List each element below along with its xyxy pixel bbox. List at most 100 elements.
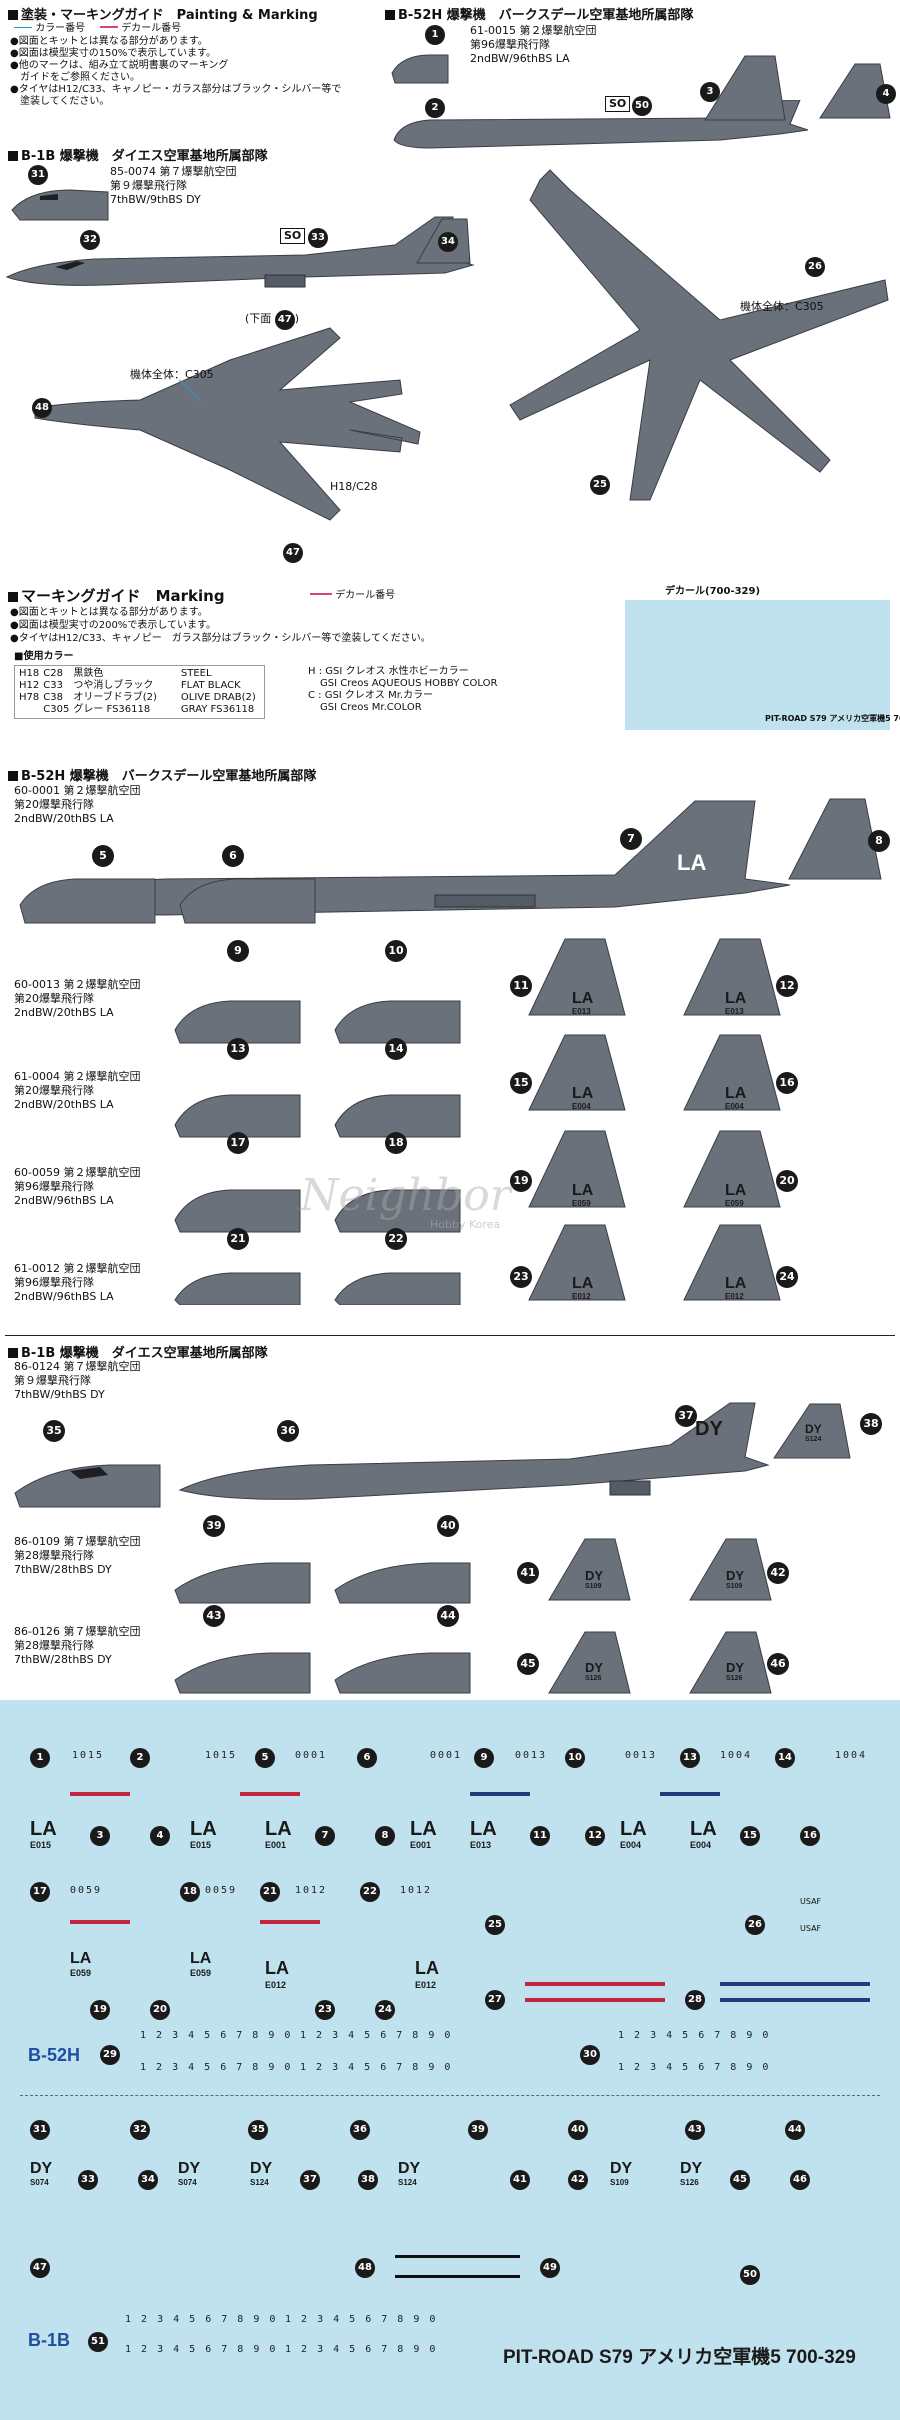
decal-la-serial: E012 [415,1980,437,1990]
note: ●図面は模型実寸の200%で表示しています。 [10,620,217,631]
decal-la-serial: E004 [620,1840,642,1850]
code: 7thBW/9thBS DY [14,1388,105,1401]
decal-number-9: 9 [227,940,249,962]
decal-number-38: 38 [860,1413,882,1435]
decal-number-25: 25 [485,1915,505,1935]
decal-number-14: 14 [775,1748,795,1768]
decal-number-5: 5 [255,1748,275,1768]
decal-number-43: 43 [685,2120,705,2140]
tail-serial: E013 [572,1007,591,1016]
unit: 第28爆撃飛行隊 [14,1639,94,1652]
decal-number-2: 2 [130,1748,150,1768]
code: 7thBW/9thBS DY [110,193,201,206]
decal-number-41: 41 [510,2170,530,2190]
b52h-nose-small [391,54,449,84]
serial: 86-0126 第７爆撃航空団 [14,1625,141,1638]
decal-number-20: 20 [776,1170,798,1192]
digits: 1 2 3 4 5 6 7 8 9 0 [140,2030,293,2041]
b52h-label: B-52H [28,2045,81,2065]
b52h-body-color: 機体全体：C305 [740,300,824,313]
tail-serial: S109 [585,1583,602,1590]
decal-la: LA [70,1950,92,1967]
brand: C : GSI クレオス Mr.カラー [308,690,434,701]
painting-notes: ●図面とキットとは異なる部分があります。 ●図面は模型実寸の150%で表示してい… [10,36,341,108]
b1b-section-title: B-1B 爆撃機 ダイエス空軍基地所属部隊 [8,1342,268,1361]
decal-number-27: 27 [485,1990,505,2010]
tail-code: LA [572,1275,594,1292]
decal-number-36: 36 [277,1420,299,1442]
decal-number-12: 12 [585,1826,605,1846]
tail-code: DY [585,1568,604,1583]
decal-number-3: 3 [90,1826,110,1846]
note: ●図面とキットとは異なる部分があります。 [10,607,208,618]
marking-notes: ●図面とキットとは異なる部分があります。 ●図面は模型実寸の200%で表示してい… [10,606,431,645]
decal-number-4: 4 [150,1826,170,1846]
decal-dy-serial: S109 [610,2178,629,2187]
serial: 85-0074 第７爆撃航空団 [110,165,237,178]
note: ●タイヤはH12/C33、キャノピー・ガラス部分はブラック・シルバー等で [10,84,342,95]
decal-number-45: 45 [730,2170,750,2190]
decal-number-29: 29 [100,2045,120,2065]
decal-la: LA [470,1818,497,1840]
serial: 60-0059 第２爆撃航空団 [14,1166,141,1179]
legend-decal: デカール番号 [100,22,181,36]
decal-la-serial: E015 [30,1840,52,1850]
brand: H : GSI クレオス 水性ホビーカラー [308,666,469,677]
tail-code: DY [695,1418,723,1440]
decal-la-serial: E001 [265,1840,287,1850]
decal-number-37: 37 [300,2170,320,2190]
decal-number-34: 34 [138,2170,158,2190]
decal-number-35: 35 [43,1420,65,1442]
tail-serial: E059 [725,1199,744,1208]
note: 塗装してください。 [10,96,110,107]
b1b-topdown-drawing [34,327,421,521]
tail-serial: S109 [726,1583,743,1590]
decal-number-15: 15 [510,1072,532,1094]
tail-serial: E004 [725,1102,744,1111]
decal-la: LA [265,1958,289,1978]
decal-serial: 0001 [295,1750,328,1761]
decal-number-44: 44 [785,2120,805,2140]
decal-number-3: 3 [700,82,720,102]
decal-dy: DY [610,2160,633,2177]
decal-number-33: 33 [78,2170,98,2190]
digits: 1 2 3 4 5 6 7 8 9 0 [300,2062,453,2073]
decal-preview-footer: PIT-ROAD S79 アメリカ空軍機5 700-329 [765,714,900,723]
code: 2ndBW/96thBS LA [14,1194,114,1207]
code: 2ndBW/20thBS LA [14,1006,114,1019]
decal-serial: 1015 [205,1750,238,1761]
square-bullet-icon [385,10,395,20]
decal-number-49: 49 [540,2258,560,2278]
decal-dy-serial: S126 [680,2178,699,2187]
decal-number-40: 40 [568,2120,588,2140]
b1b-row-1-info: 86-0124 第７爆撃航空団 第９爆撃飛行隊 7thBW/9thBS DY [14,1360,140,1402]
decal-la-serial: E015 [190,1840,212,1850]
b1b-body-color: 機体全体：C305 [130,368,214,381]
note: ●図面は模型実寸の150%で表示しています。 [10,48,217,59]
serial: 60-0001 第２爆撃航空団 [14,784,141,797]
decal-number-35: 35 [248,2120,268,2140]
black-stripe [395,2275,520,2278]
tail-code: LA [677,850,707,875]
decal-la-serial: E059 [190,1968,212,1978]
decal-number-12: 12 [776,975,798,997]
brand: GSI Creos AQUEOUS HOBBY COLOR [320,678,498,689]
b52h-row-3-info: 61-0004 第２爆撃航空団 第20爆撃飛行隊 2ndBW/20thBS LA [14,1070,140,1112]
decal-number-36: 36 [350,2120,370,2140]
decal-number-13: 13 [680,1748,700,1768]
serial: 60-0013 第２爆撃航空団 [14,978,141,991]
unit: 第20爆撃飛行隊 [14,1084,94,1097]
b1b-big-side [14,1402,770,1508]
decal-usaf: USAF [800,1897,822,1906]
tail-code: LA [725,1085,747,1102]
note: ●タイヤはH12/C33、キャノピー ガラス部分はブラック・シルバー等で塗装して… [10,633,431,644]
code: 2ndBW/96thBS LA [14,1290,114,1303]
decal-number-24: 24 [776,1266,798,1288]
decal-number-2: 2 [425,98,445,118]
decal-number-1: 1 [425,25,445,45]
decal-number-51: 51 [88,2332,108,2352]
decal-number-23: 23 [315,2000,335,2020]
tail-code: LA [725,990,747,1007]
decal-number-16: 16 [776,1072,798,1094]
